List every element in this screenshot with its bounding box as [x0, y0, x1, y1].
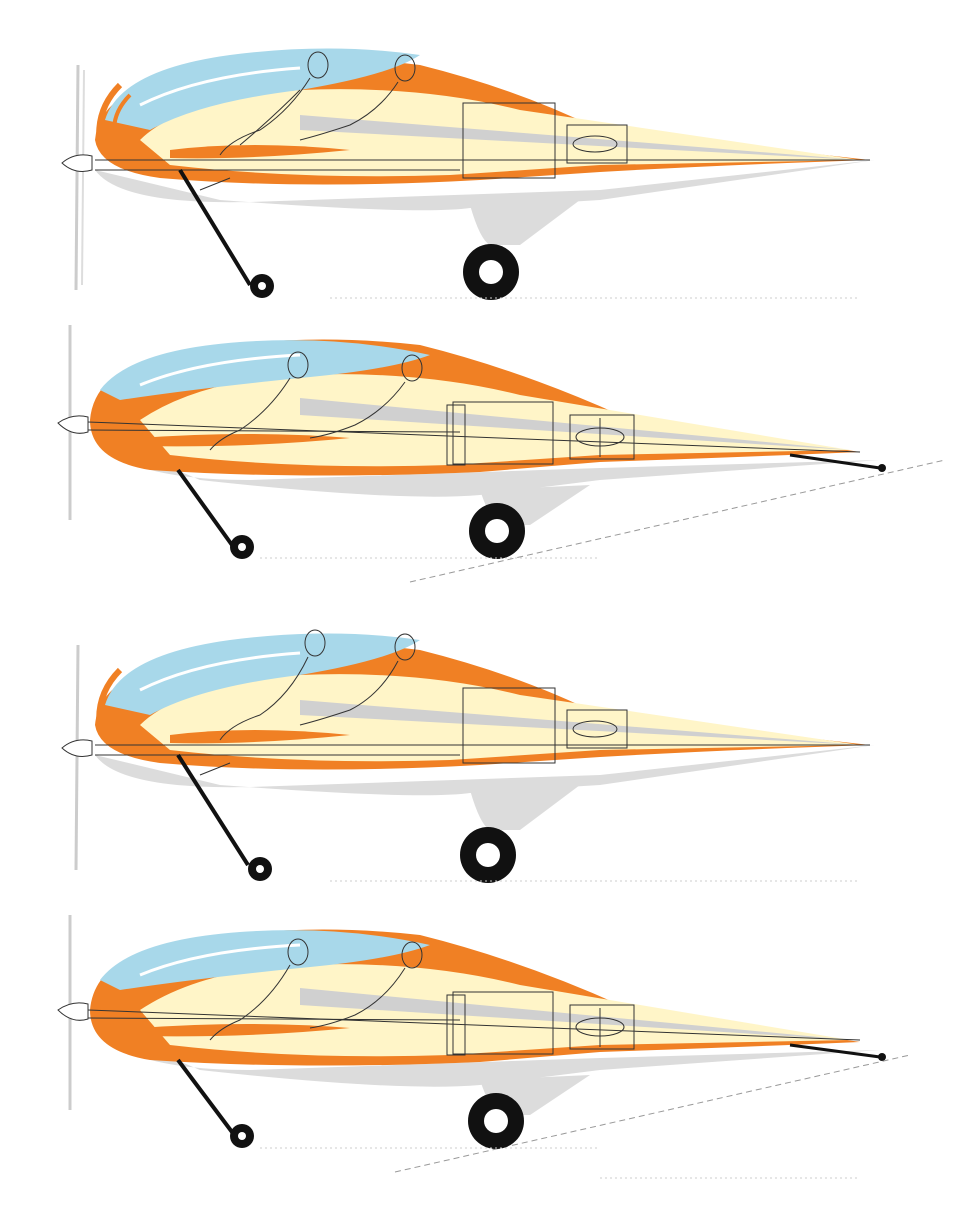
engine-box-icon [566, 709, 628, 749]
pilot-figure-icon [219, 51, 329, 156]
wheel-icon [460, 827, 516, 883]
canopy [100, 340, 430, 400]
wheel-icon [248, 857, 272, 881]
canopy [100, 930, 430, 990]
side-view-1 [0, 30, 977, 310]
canopy [105, 633, 420, 715]
wheel-icon [250, 274, 274, 298]
side-view-4 [0, 910, 977, 1190]
engine-box-icon [569, 414, 635, 460]
pilot-figure-icon [219, 629, 326, 741]
passenger-figure-icon [299, 633, 416, 726]
wheel-icon [468, 1093, 524, 1149]
wheel-icon [230, 535, 254, 559]
propeller-icon [61, 64, 93, 291]
canopy [105, 48, 420, 130]
pilot-figure-icon [209, 351, 309, 451]
engine-box-icon [569, 1004, 635, 1050]
passenger-figure-icon [309, 941, 423, 1029]
propeller-icon [57, 915, 89, 1110]
propeller-icon [61, 644, 93, 871]
fuselage-belly [95, 160, 875, 211]
side-view-2 [0, 320, 977, 585]
engine-box-icon [566, 124, 628, 164]
side-view-3 [0, 615, 977, 895]
passenger-figure-icon [299, 54, 416, 141]
pilot-figure-icon [209, 938, 309, 1041]
wheel-icon [469, 503, 525, 559]
passenger-figure-icon [309, 354, 423, 439]
wheel-icon [463, 244, 519, 300]
wheel-icon [230, 1124, 254, 1148]
propeller-icon [57, 325, 89, 520]
